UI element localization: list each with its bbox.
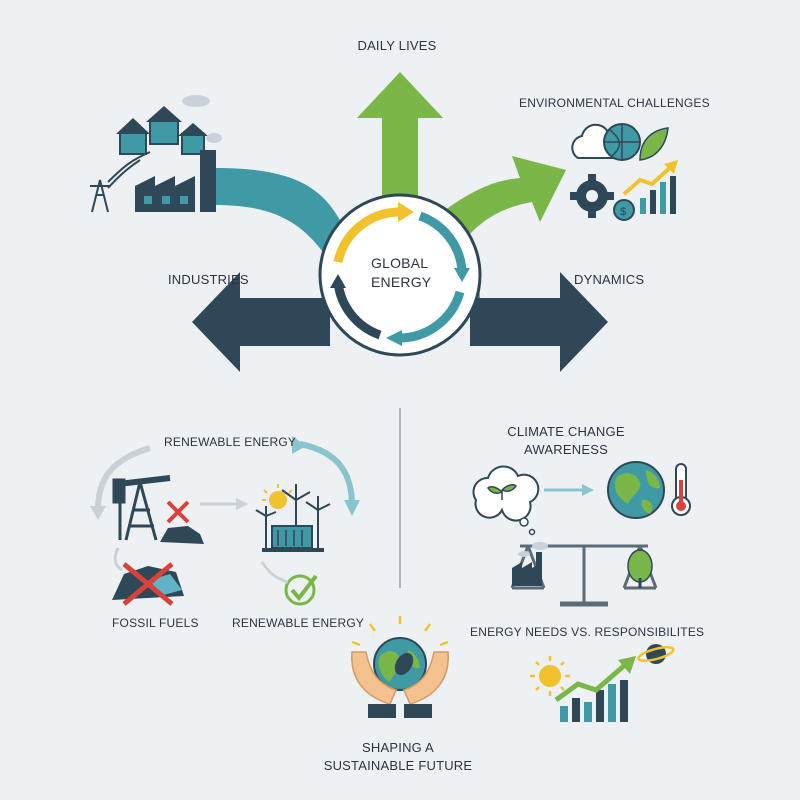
- hands-globe-icon: [351, 616, 449, 718]
- coal-icon: [160, 526, 204, 544]
- transition-arrows: [90, 436, 360, 520]
- power-tower-icon: [90, 151, 151, 213]
- label-future-line2: SUSTAINABLE FUTURE: [323, 758, 473, 773]
- wind-turbine-icon: [255, 484, 331, 548]
- bar-growth-chart-icon: [554, 656, 636, 722]
- gears-icon: $: [570, 174, 635, 221]
- label-energy-needs: ENERGY NEEDS VS. RESPONSIBILITES: [470, 625, 705, 639]
- label-renewable-energy-bottom: RENEWABLE ENERGY: [232, 616, 365, 630]
- coal-pile-icon: [112, 562, 184, 606]
- daily-lives-arrow: [357, 72, 443, 205]
- fossil-cross-icon: [166, 500, 190, 524]
- svg-text:$: $: [620, 206, 626, 218]
- center-circle: [318, 193, 482, 357]
- thought-bubble-icon: [472, 465, 540, 536]
- sun-icon: [530, 656, 570, 696]
- label-daily-lives: DAILY LIVES: [357, 38, 437, 53]
- earth-icon: [607, 461, 665, 519]
- center-title-line1: GLOBAL: [371, 255, 429, 271]
- label-renewable-energy-top: RENEWABLE ENERGY: [164, 435, 297, 449]
- label-climate-change-line2: AWARENESS: [524, 442, 608, 457]
- checkmark-icon: [284, 574, 318, 606]
- label-future-line1: SHAPING A: [362, 740, 434, 755]
- dynamics-arrow: [470, 272, 608, 372]
- label-dynamics: DYNAMICS: [574, 272, 645, 287]
- center-title-line2: ENERGY: [371, 274, 432, 290]
- hydro-dam-icon: [262, 525, 324, 552]
- label-environmental-challenges: ENVIRONMENTAL CHALLENGES: [519, 96, 710, 110]
- planet-icon: [637, 644, 675, 664]
- scale-tree-icon: [627, 549, 653, 588]
- thermometer-icon: [671, 463, 691, 516]
- cloud-globe-leaf-icon: [571, 123, 669, 161]
- houses-icon: [116, 95, 222, 155]
- scale-factory-icon: [512, 542, 548, 586]
- label-industries: INDUSTRIES: [168, 272, 249, 287]
- label-fossil-fuels: FOSSIL FUELS: [112, 616, 199, 630]
- environmental-arrow: [445, 156, 566, 240]
- oil-pump-icon: [112, 475, 171, 541]
- industries-arrow: [192, 272, 330, 372]
- label-climate-change-line1: CLIMATE CHANGE: [507, 424, 625, 439]
- factory-icon: [135, 150, 216, 212]
- solar-icon: [262, 484, 293, 509]
- industries-flow-band: [215, 168, 340, 255]
- cycle-arrows: [330, 202, 470, 346]
- growth-chart-icon: [622, 160, 678, 214]
